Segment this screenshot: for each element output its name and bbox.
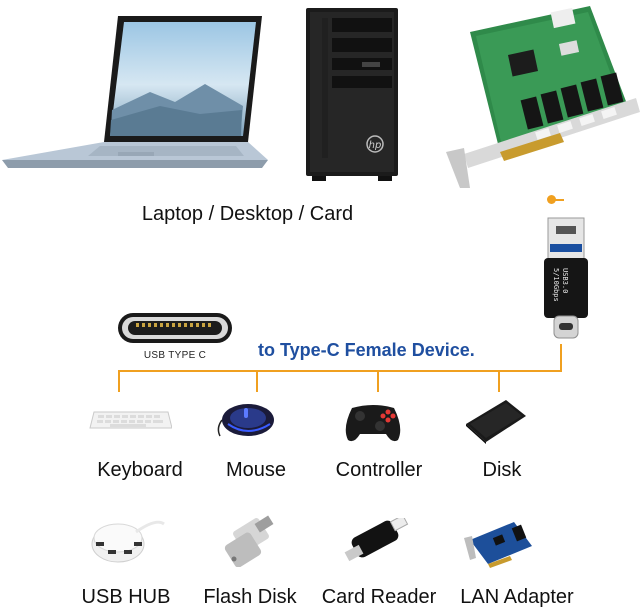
lan-adapter-icon (464, 522, 532, 568)
usb-hub-icon (91, 520, 165, 563)
adapter-dot (547, 195, 556, 204)
drop-mouse (256, 370, 258, 392)
usb-to-usbc-adapter-icon: USB3.0 5/10Gbps (544, 217, 588, 339)
pci-card-icon (446, 6, 640, 188)
label-controller: Controller (335, 459, 423, 481)
game-controller-icon (345, 405, 401, 442)
top-caption: Laptop / Desktop / Card (141, 203, 354, 225)
svg-text:hp: hp (369, 140, 382, 151)
flash-disk-icon (224, 515, 274, 567)
banner-text: to Type-C Female Device. (258, 340, 475, 360)
label-disk: Disk (482, 459, 522, 481)
adapter-top-connector (552, 199, 564, 201)
adapter-bus-connector (560, 344, 562, 370)
usb-type-c-port-icon (118, 313, 232, 343)
keyboard-icon (89, 411, 172, 429)
label-flash-disk: Flash Disk (203, 586, 297, 608)
adapter-label-1: USB3.0 (561, 268, 569, 293)
label-usb-hub: USB HUB (81, 586, 171, 608)
label-card-reader: Card Reader (321, 586, 437, 608)
desktop-tower-icon: hp (306, 8, 398, 181)
label-lan-adapter: LAN Adapter (460, 586, 574, 608)
label-mouse: Mouse (225, 459, 287, 481)
drop-disk (498, 370, 500, 392)
adapter-label-2: 5/10Gbps (552, 268, 560, 302)
main-bus-line (118, 370, 562, 372)
usb-type-c-label: USB TYPE C (143, 350, 207, 361)
mouse-icon (217, 404, 274, 437)
laptop-icon (2, 16, 268, 168)
drop-keyboard (118, 370, 120, 392)
disk-drive-icon (466, 400, 526, 444)
card-reader-icon (344, 518, 409, 562)
drop-controller (377, 370, 379, 392)
label-keyboard: Keyboard (97, 459, 183, 481)
